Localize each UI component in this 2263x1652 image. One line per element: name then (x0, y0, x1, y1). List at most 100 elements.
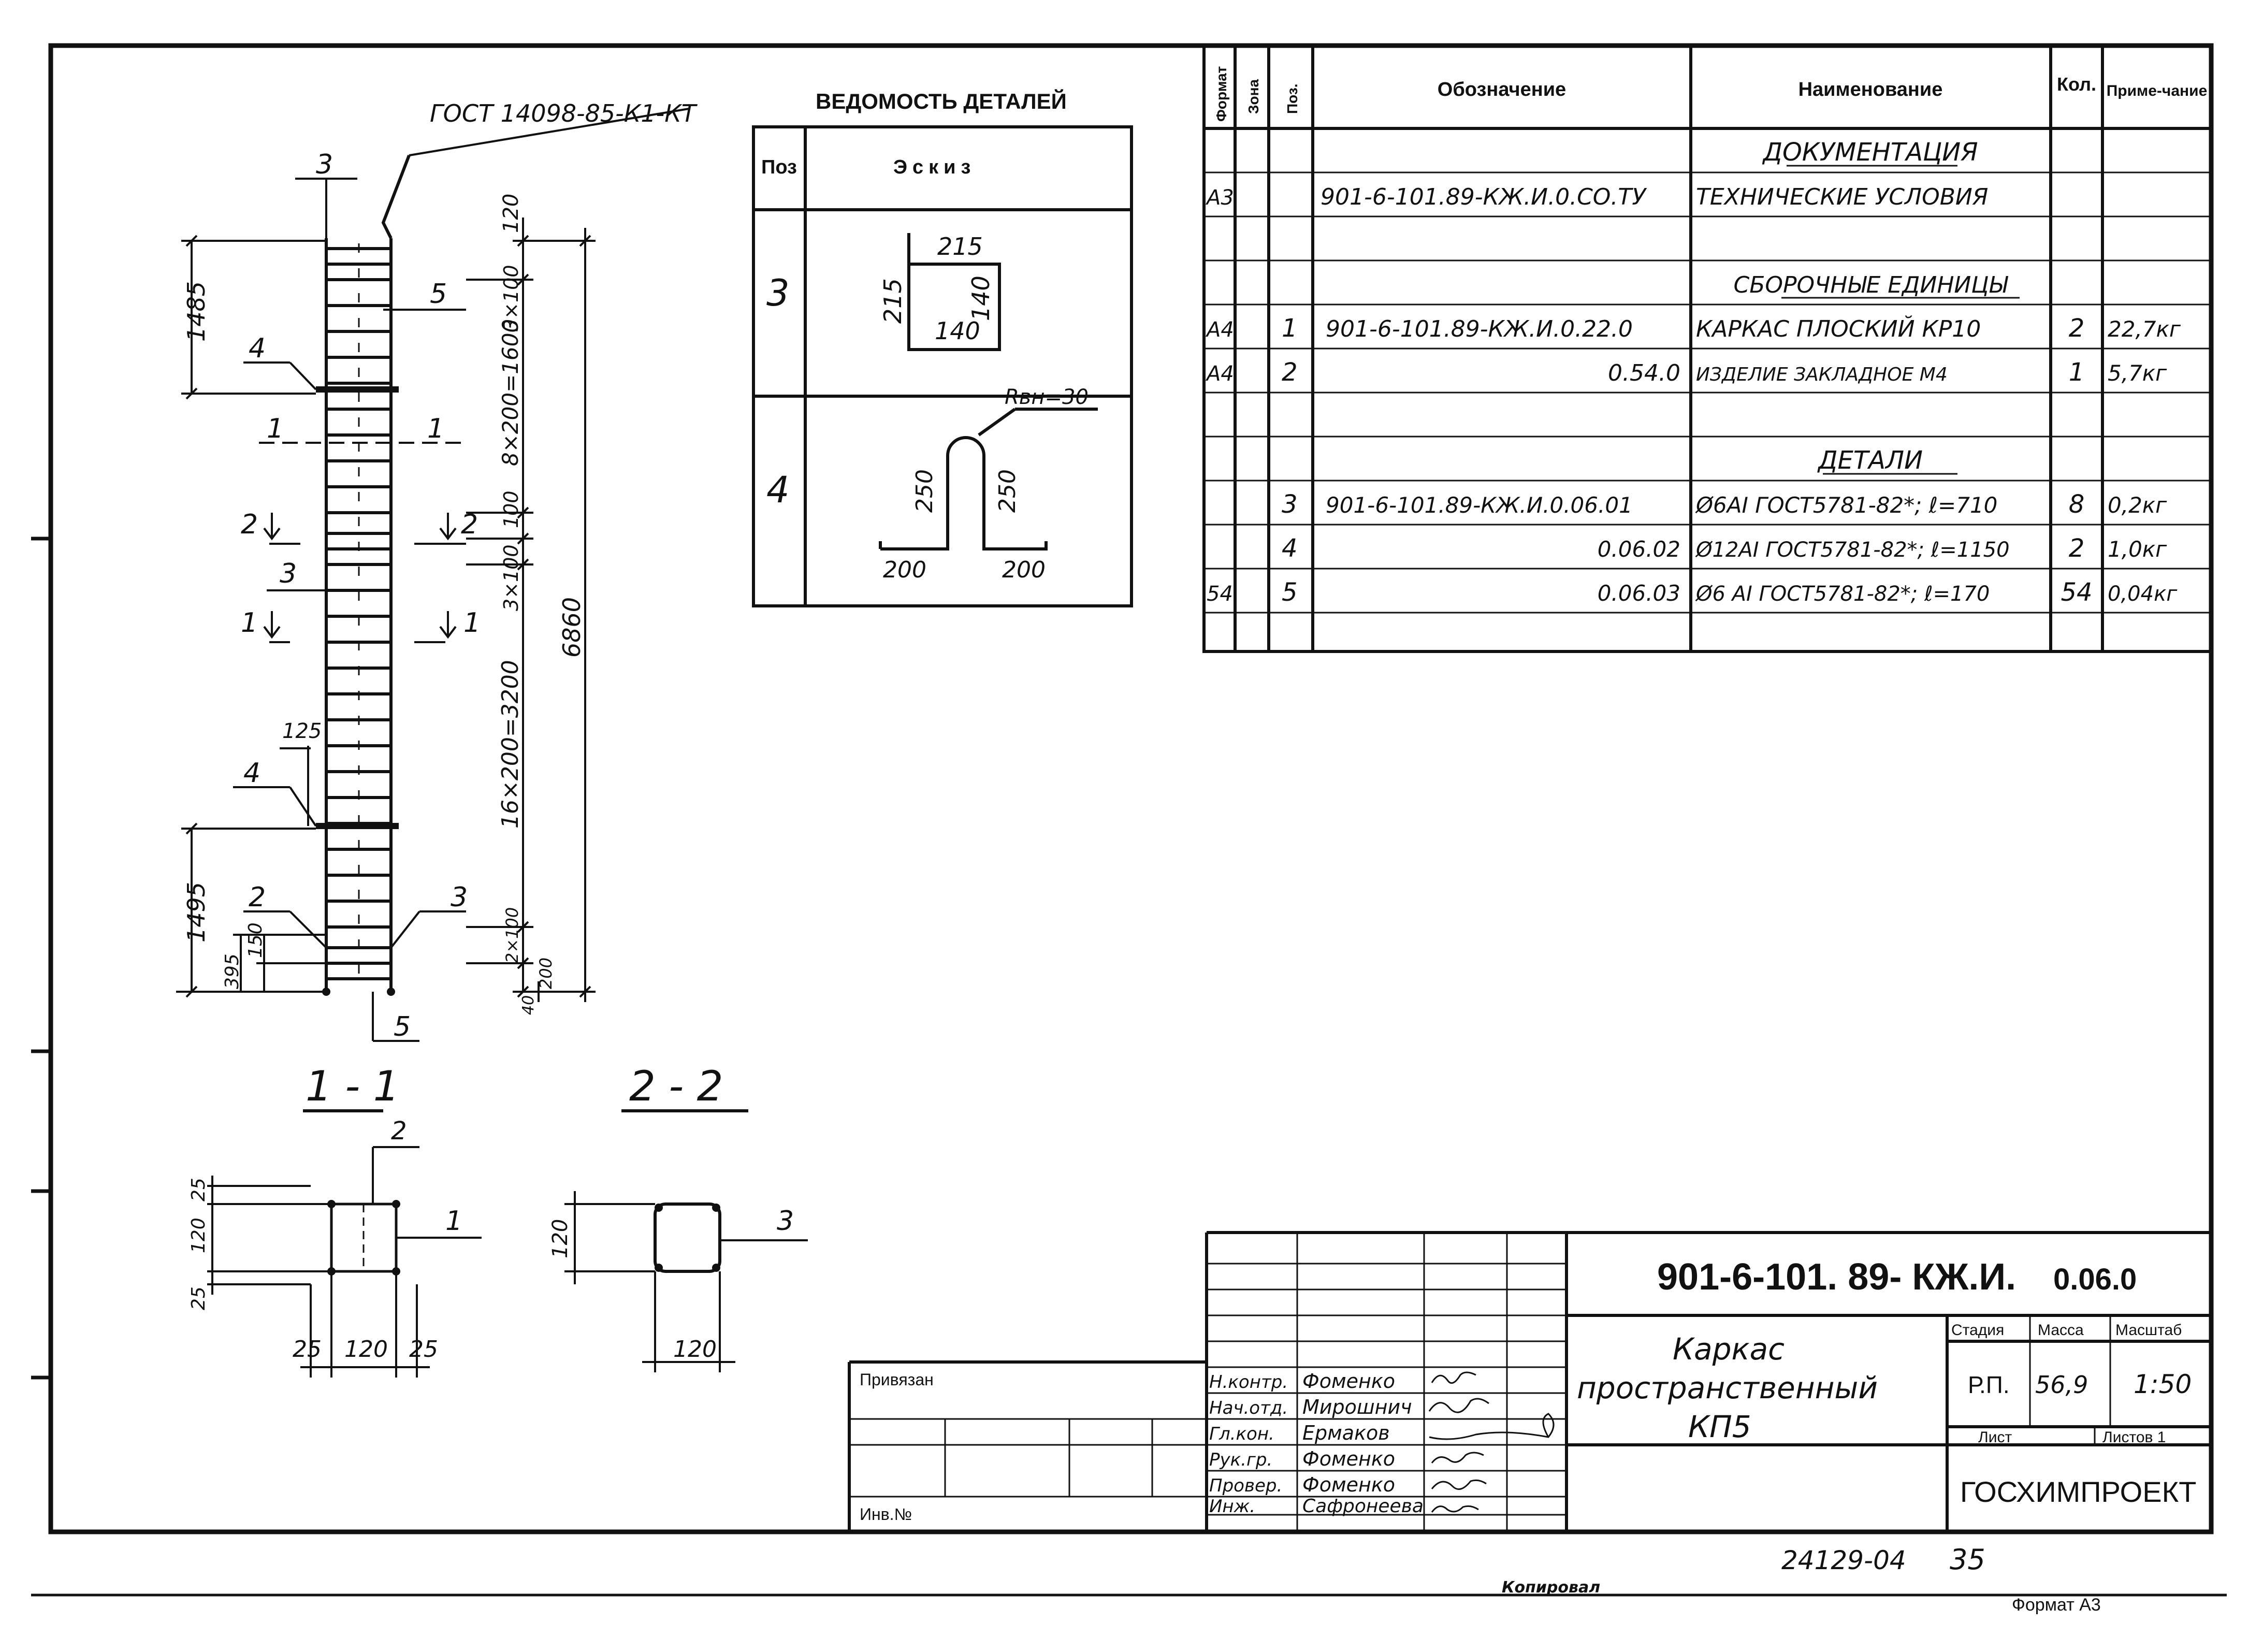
mark-3-mid: 3 (280, 558, 297, 589)
spec-row-10-name: Ø6 АI ГОСТ5781-82*; ℓ=170 (1695, 582, 1990, 606)
details-row-3-pos: 3 (766, 272, 790, 314)
spec-row-5-name: ИЗДЕЛИЕ ЗАКЛАДНОЕ М4 (1696, 364, 1948, 385)
footer-format: Формат А3 (2012, 1595, 2101, 1615)
spec-row-1-fmt: А3 (1205, 186, 1234, 210)
detail-3-dim-b: 215 (879, 278, 907, 324)
spec-row-0-name: ДОКУМЕНТАЦИЯ (1762, 138, 1978, 167)
dim-120-top: 120 (499, 194, 523, 233)
drawing-title-line3: КП5 (1688, 1409, 1751, 1444)
sign-name-0: Фоменко (1302, 1370, 1395, 1393)
dim-150: 150 (245, 922, 266, 958)
mark-3-top: 3 (316, 149, 333, 180)
footer-page: 35 (1950, 1543, 1985, 1576)
spec-row-4-name: КАРКАС ПЛОСКИЙ КР10 (1696, 315, 1981, 342)
scale-value: 1:50 (2134, 1369, 2192, 1399)
dim-395: 395 (222, 953, 243, 989)
spec-table: Формат Зона Поз. Обозначение Наименовани… (1202, 44, 2213, 653)
section-1-1-mark-right: 1 (445, 1206, 462, 1237)
sign-name-3: Фоменко (1302, 1447, 1395, 1470)
spec-row-3-name: СБОРОЧНЫЕ ЕДИНИЦЫ (1733, 272, 2008, 298)
footer: 24129-04 35 Копировал Формат А3 (1502, 1543, 2101, 1615)
dim-100-mid: 100 (500, 490, 523, 528)
spec-header-note: Приме-чание (2107, 82, 2208, 99)
s22-dim-bottom: 120 (673, 1336, 717, 1363)
stage-label: Стадия (1951, 1322, 2004, 1339)
drawing-title-line2: пространственный (1577, 1370, 1878, 1405)
dim-6860: 6860 (558, 597, 586, 658)
mass-label: Масса (2038, 1322, 2084, 1339)
sheets-label: Листов 1 (2102, 1429, 2166, 1446)
spec-row-8-name: Ø6АI ГОСТ5781-82*; ℓ=710 (1695, 492, 1997, 518)
dim-125: 125 (282, 719, 322, 743)
dim-200-bottom: 200 (536, 958, 556, 989)
mark-2-bottom: 2 (249, 882, 266, 913)
spec-row-10-note: 0,04кг (2108, 582, 2178, 606)
section-2-2: 2 - 2 3 120 120 (548, 1062, 808, 1372)
spec-row-5-fmt: А4 (1205, 362, 1234, 386)
mark-5-bottom: 5 (394, 1011, 411, 1042)
detail-4-radius: Rвн=30 (1005, 385, 1089, 409)
drawing-title-line1: Каркас (1673, 1331, 1785, 1367)
mark-1-right: 1 (427, 413, 444, 444)
spec-row-4-qty: 2 (2069, 314, 2085, 343)
sign-role-5: Инж. (1209, 1496, 1255, 1517)
detail-3-dim-d: 140 (935, 317, 980, 345)
s11-dim-bot-mid: 120 (344, 1336, 388, 1363)
dim-3x100-top: 3×100 (500, 265, 523, 331)
section-1-1-title: 1 - 1 (306, 1062, 400, 1110)
details-header-sketch: Эскиз (893, 156, 976, 178)
s11-dim-bot-right: 25 (409, 1336, 438, 1363)
spec-row-9-note: 1,0кг (2108, 537, 2167, 562)
dim-1495: 1495 (182, 882, 210, 943)
s11-dim-left-mid: 120 (188, 1218, 209, 1253)
section-2-2-title: 2 - 2 (629, 1062, 723, 1110)
spec-row-9-pos: 4 (1282, 534, 1298, 563)
spec-row-8-des: 901-6-101.89-КЖ.И.0.06.01 (1326, 492, 1633, 518)
detail-4-dim-bot-left: 200 (883, 557, 926, 583)
spec-row-10-des: 0.06.03 (1598, 581, 1680, 606)
details-header-pos: Поз (761, 156, 797, 178)
footer-copied: Копировал (1502, 1578, 1600, 1597)
dim-2x100: 2×100 (502, 907, 522, 963)
spec-row-5-note: 5,7кг (2108, 360, 2167, 386)
sign-name-1: Мирошнич (1302, 1396, 1412, 1418)
mark-3-bottom: 3 (451, 882, 468, 913)
sign-role-0: Н.контр. (1209, 1372, 1288, 1393)
cage-elevation: ГОСТ 14098-85-К1-КТ 3 5 4 1 1 2 2 3 1 1 … (176, 99, 698, 1042)
cut-2-right: 2 (461, 509, 478, 540)
s22-dim-left: 120 (548, 1219, 572, 1258)
spec-rows: ДОКУМЕНТАЦИЯ А3 901-6-101.89-КЖ.И.0.СО.Т… (1205, 138, 2181, 607)
bound-label: Привязан (860, 1370, 934, 1389)
sign-name-2: Ермаков (1302, 1422, 1390, 1444)
spec-row-1-des: 901-6-101.89-КЖ.И.0.СО.ТУ (1321, 184, 1647, 210)
mark-5-top: 5 (430, 279, 447, 310)
spec-row-10-pos: 5 (1282, 578, 1298, 607)
doc-code: 901-6-101. 89- КЖ.И. (1657, 1256, 2016, 1298)
s11-dim-bot-left: 25 (293, 1336, 322, 1363)
sign-role-1: Нач.отд. (1209, 1398, 1288, 1418)
sign-role-3: Рук.гр. (1209, 1450, 1272, 1470)
spec-row-7-name: ДЕТАЛИ (1817, 446, 1923, 475)
mass-value: 56,9 (2035, 1371, 2088, 1399)
sign-name-5: Сафронеева (1302, 1496, 1424, 1517)
spec-header-designation: Обозначение (1438, 79, 1566, 100)
sheet-label: Лист (1978, 1429, 2012, 1446)
stage-value: Р.П. (1968, 1371, 2010, 1398)
spec-header-format: Формат (1213, 66, 1229, 122)
dim-3x100-mid: 3×100 (500, 544, 523, 611)
spec-row-4-des: 901-6-101.89-КЖ.И.0.22.0 (1326, 316, 1633, 342)
spec-row-8-note: 0,2кг (2108, 492, 2167, 518)
detail-3-dim-a: 215 (937, 233, 983, 260)
mark-1-left: 1 (267, 413, 284, 444)
organization: ГОСХИМПРОЕКТ (1960, 1475, 2196, 1508)
cut-1-right: 1 (463, 607, 481, 639)
section-1-1-mark: 2 (391, 1117, 407, 1146)
signature-scribbles (1428, 1371, 1555, 1513)
inv-label: Инв.№ (860, 1505, 912, 1524)
details-row-4-pos: 4 (766, 469, 790, 511)
spec-row-10-fmt: 54 (1207, 582, 1233, 606)
spec-row-4-fmt: А4 (1205, 318, 1234, 342)
spec-row-5-pos: 2 (1282, 358, 1298, 387)
detail-4-dim-right: 250 (994, 469, 1021, 513)
